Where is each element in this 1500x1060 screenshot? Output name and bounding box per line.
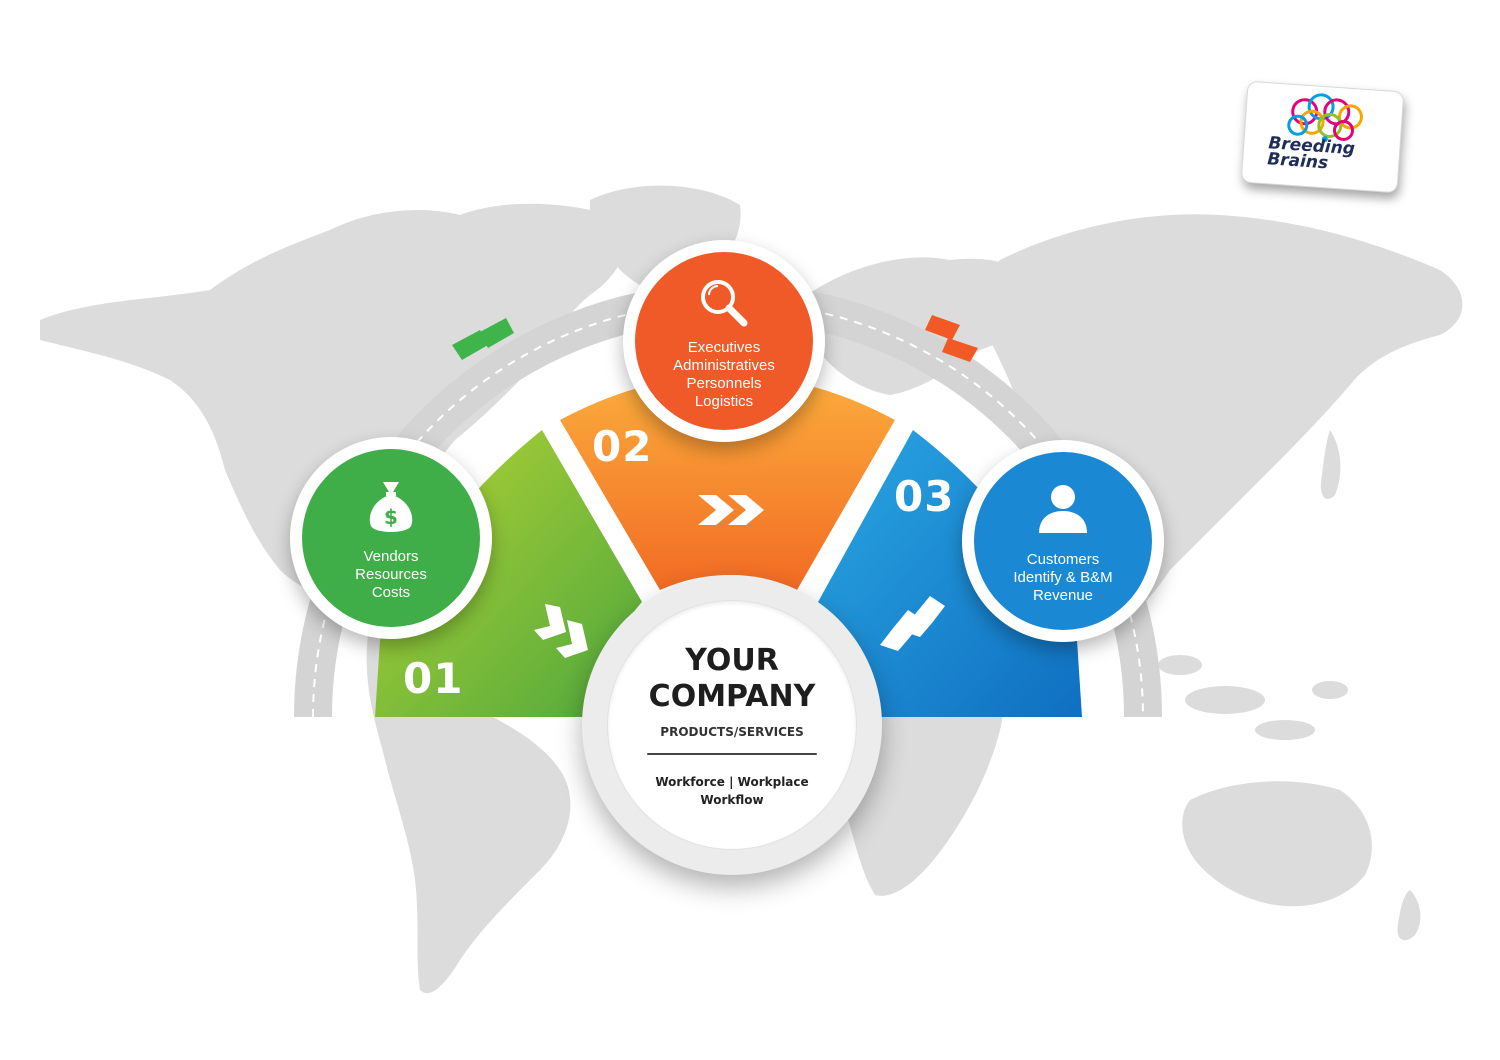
brain-logo-icon [1287, 93, 1363, 143]
chevron-back-green-icon [534, 604, 588, 658]
company-hub: YOUR COMPANY PRODUCTS/SERVICES Workforce… [582, 575, 882, 875]
company-title: YOUR COMPANY [649, 643, 816, 715]
divider [647, 753, 817, 755]
vendors-line: Costs [371, 584, 411, 601]
user-icon [1039, 485, 1087, 533]
chevron-orange-outer-icon [925, 315, 978, 362]
customers-line: Revenue [1032, 587, 1094, 604]
company-hub-inner: YOUR COMPANY PRODUCTS/SERVICES Workforce… [608, 601, 856, 849]
company-title-line: YOUR [685, 643, 779, 678]
customers-text: Customers Identify & B&M Revenue [1013, 551, 1112, 605]
vendors-line: Vendors [363, 548, 419, 565]
vendors-line: Resources [355, 566, 427, 583]
company-title-line: COMPANY [648, 679, 816, 714]
segment-number-02: 02 [592, 422, 653, 471]
executives-line: Personnels [686, 375, 762, 392]
executives-line: Executives [687, 339, 761, 356]
svg-text:$: $ [384, 505, 398, 529]
executives-node: Executives Administratives Personnels Lo… [623, 240, 825, 442]
vendors-text: Vendors Resources Costs [355, 548, 427, 602]
company-footer: Workforce | Workplace Workflow [655, 773, 808, 809]
chevron-right-icon [698, 495, 764, 525]
customers-line: Identify & B&M [1013, 569, 1113, 586]
brand-logo: Breeding Brains [1240, 80, 1405, 194]
segment-number-03: 03 [894, 472, 955, 521]
money-bag-icon: $ [369, 482, 413, 532]
segment-number-01: 01 [403, 654, 464, 703]
company-subtitle: PRODUCTS/SERVICES [660, 725, 804, 739]
executives-text: Executives Administratives Personnels Lo… [673, 339, 775, 411]
customers-line: Customers [1026, 551, 1100, 568]
company-footer-line: Workflow [700, 793, 764, 807]
chevron-back-blue-icon [880, 596, 945, 651]
vendors-node: $ Vendors Resources Costs [290, 437, 492, 639]
chevron-green-outer-icon [452, 318, 514, 360]
segment-02 [560, 375, 895, 590]
customers-node: Customers Identify & B&M Revenue [962, 440, 1164, 642]
executives-line: Administratives [673, 357, 775, 374]
executives-line: Logistics [694, 393, 754, 410]
magnifier-icon [701, 280, 748, 327]
company-footer-line: Workforce | Workplace [655, 775, 809, 789]
